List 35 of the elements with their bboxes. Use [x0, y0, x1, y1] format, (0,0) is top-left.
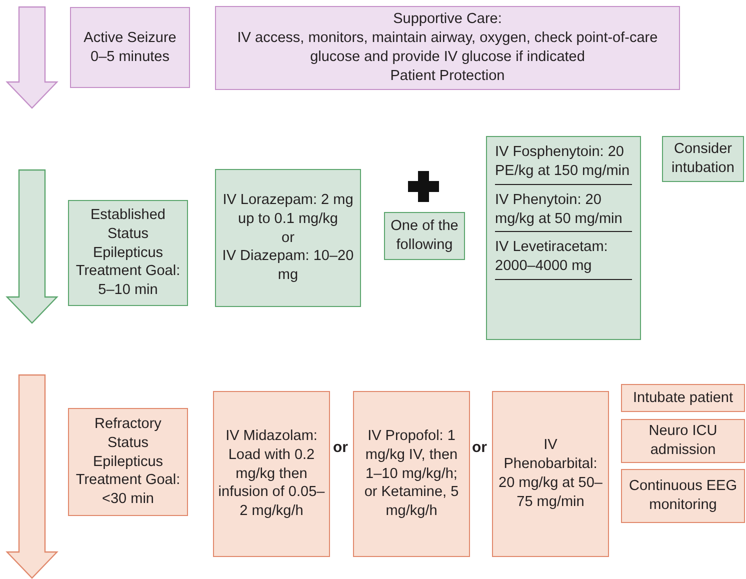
- box-text: Refractory Status Epilepticus Treatment Goal: <30 min: [74, 414, 182, 510]
- connector-word: or: [333, 438, 348, 458]
- box-text: IV access, monitors, maintain airway, oxygen, check point-of-care glucose and provide IV glucose if indicated: [236, 29, 659, 67]
- box-text: IV Phenytoin: 20 mg/kg at 50 mg/min: [495, 190, 624, 228]
- drug-box: [353, 391, 470, 557]
- box-text: Continuous EEG monitoring: [628, 477, 738, 515]
- box-text: Patient Protection: [390, 66, 505, 86]
- drug-options-box: [486, 136, 641, 340]
- box-text: IV Diazepam: 10–20 mg: [221, 247, 355, 286]
- action-box: [662, 136, 744, 182]
- action-box: [621, 419, 745, 463]
- box-text: IV Propofol: 1 mg/kg IV, then 1–10 mg/kg/h; or Ketamine, 5 mg/kg/h: [363, 426, 460, 522]
- box-text: IV Levetiracetam: 2000–4000 mg: [495, 238, 609, 276]
- box-text: IV Midazolam: Load with 0.2 mg/kg then infusion of 0.05–2 mg/kg/h: [218, 426, 325, 522]
- box-text: Intubate patient: [633, 388, 733, 408]
- box-text: Consider intubation: [670, 140, 736, 178]
- action-box: [621, 384, 745, 412]
- action-box: [621, 469, 745, 523]
- drug-box: [492, 391, 609, 557]
- drug-box: [213, 391, 330, 557]
- box-text: Active Seizure 0–5 minutes: [82, 28, 178, 66]
- note-box: [384, 212, 465, 260]
- box-text: or: [282, 228, 294, 248]
- box-text: IV Phenobarbital: 20 mg/kg at 50–75 mg/min: [498, 436, 604, 512]
- box-text: One of the following: [390, 217, 460, 255]
- care-box: [215, 6, 680, 90]
- box-text: Established Status Epilepticus Treatment Goal: 5–10 min: [74, 206, 182, 300]
- stage-box: [70, 7, 190, 88]
- box-text: IV Fosphenytoin: 20 PE/kg at 150 mg/min: [495, 143, 631, 181]
- stage-box: [68, 200, 188, 306]
- stage-box: [68, 408, 188, 516]
- box-text: Neuro ICU admission: [648, 422, 718, 460]
- connector-word: or: [472, 438, 487, 458]
- box-text: Supportive Care:: [393, 10, 502, 30]
- drug-box: [215, 169, 361, 307]
